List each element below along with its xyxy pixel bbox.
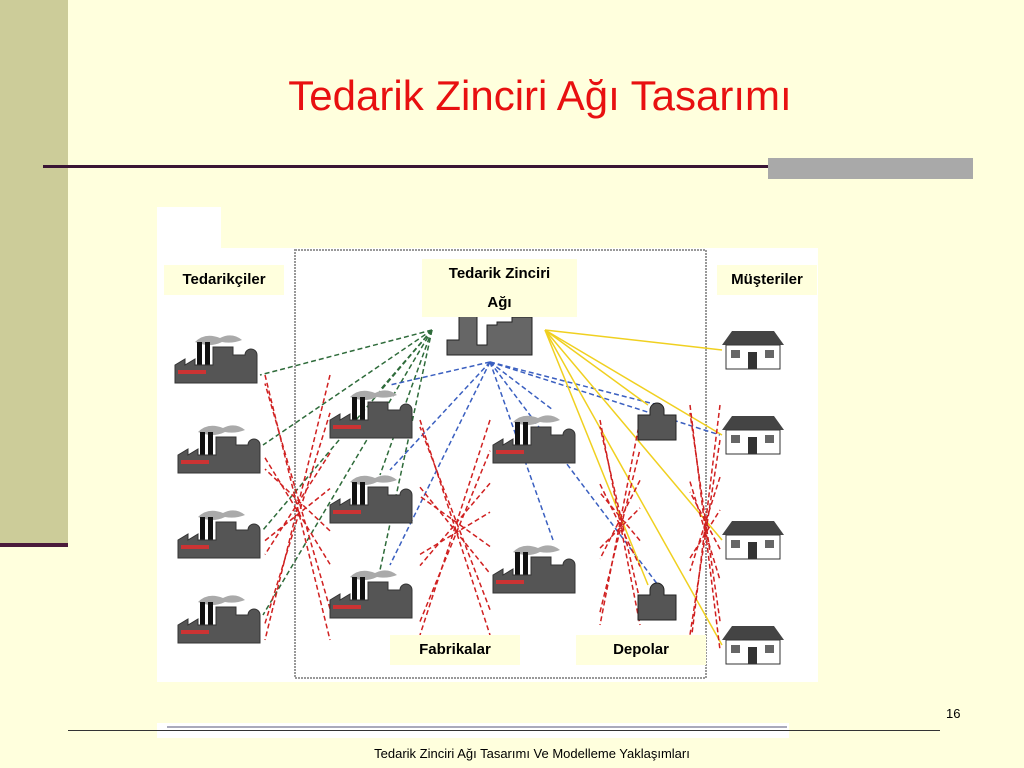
red-flow-link <box>419 486 491 575</box>
sidebar-accent-line <box>0 543 68 547</box>
network-hq-building-icon <box>446 314 533 356</box>
red-flow-link <box>689 404 721 651</box>
hq-customer-link <box>489 361 721 436</box>
red-flow-link <box>419 511 491 556</box>
red-flow-link <box>264 383 331 610</box>
hq-plant-link <box>379 329 433 391</box>
red-flow-link <box>599 507 641 549</box>
plant-factory-icon <box>492 415 576 464</box>
slide-title: Tedarik Zinciri Ağı Tasarımı <box>288 72 792 119</box>
red-flow-link <box>689 412 721 622</box>
network-label-line1: Tedarik Zinciri <box>448 265 551 282</box>
customers-label: Müşteriler <box>717 265 817 295</box>
hq-plant-link <box>389 361 491 471</box>
network-label: Tedarik Zinciri Ağı <box>422 259 577 317</box>
suppliers-label: Tedarikçiler <box>164 265 284 295</box>
plant-factory-icon <box>329 570 413 619</box>
supply-chain-diagram: Tedarikçiler Tedarik Zinciri Ağı Müşteri… <box>157 207 819 747</box>
customer-house-icon <box>722 416 784 455</box>
supplier-factory-icon <box>174 335 258 384</box>
red-flow-link <box>599 479 641 560</box>
customer-house-icon <box>722 521 784 560</box>
red-flow-link <box>264 412 331 624</box>
hq-supplier-link <box>262 329 433 446</box>
title-accent-bar <box>768 158 973 179</box>
red-flow-link <box>264 487 331 542</box>
hq-supplier-link <box>259 329 433 376</box>
red-flow-link <box>264 452 331 555</box>
red-flow-link <box>419 419 491 636</box>
network-label-line2: Ağı <box>487 294 512 311</box>
plant-factory-icon <box>329 475 413 524</box>
warehouses-label: Depolar <box>576 635 706 665</box>
hq-plant-link <box>489 361 554 411</box>
red-flow-link <box>599 449 641 613</box>
sidebar-band <box>0 0 68 545</box>
hq-warehouse-link <box>489 361 659 406</box>
hq-plant-link <box>389 361 491 386</box>
red-flow-link <box>599 483 641 567</box>
hq-warehouse-link <box>544 329 649 586</box>
red-flow-link <box>689 491 721 550</box>
red-flow-link <box>689 439 721 635</box>
red-flow-link <box>264 468 331 532</box>
red-flow-link <box>419 426 491 610</box>
hq-warehouse-link <box>544 329 649 406</box>
customer-house-icon <box>722 626 784 665</box>
hq-plant-link <box>379 329 433 571</box>
plant-factory-icon <box>329 390 413 439</box>
red-flow-link <box>419 495 491 548</box>
title-divider <box>43 165 973 168</box>
customer-house-icon <box>722 331 784 370</box>
diagram-canvas <box>157 207 818 738</box>
red-flow-link <box>689 509 721 559</box>
plants-label: Fabrikalar <box>390 635 520 665</box>
hq-supplier-link <box>262 329 433 616</box>
red-flow-link <box>419 450 491 622</box>
footer-text: Tedarik Zinciri Ağı Tasarımı Ve Modellem… <box>374 746 690 761</box>
red-flow-link <box>689 481 721 581</box>
hq-plant-link <box>379 329 433 476</box>
hq-customer-link <box>544 329 723 436</box>
hq-warehouse-link <box>489 361 659 586</box>
red-flow-link <box>264 374 331 641</box>
red-flow-link <box>599 426 641 602</box>
page-number: 16 <box>946 706 961 721</box>
red-flow-link <box>689 476 721 572</box>
red-flow-link <box>264 457 331 565</box>
hq-customer-link <box>544 329 723 646</box>
hq-customer-link <box>544 329 723 541</box>
footer-divider <box>68 730 940 731</box>
supplier-factory-icon <box>177 425 261 474</box>
warehouse-icon <box>637 402 677 441</box>
red-flow-link <box>599 419 641 626</box>
plant-factory-icon <box>492 545 576 594</box>
red-flow-link <box>599 492 641 542</box>
supplier-factory-icon <box>177 595 261 644</box>
supplier-factory-icon <box>177 510 261 559</box>
warehouse-icon <box>637 582 677 621</box>
red-flow-link <box>419 482 491 567</box>
hq-plant-link <box>389 361 491 566</box>
hq-customer-link <box>544 329 723 351</box>
